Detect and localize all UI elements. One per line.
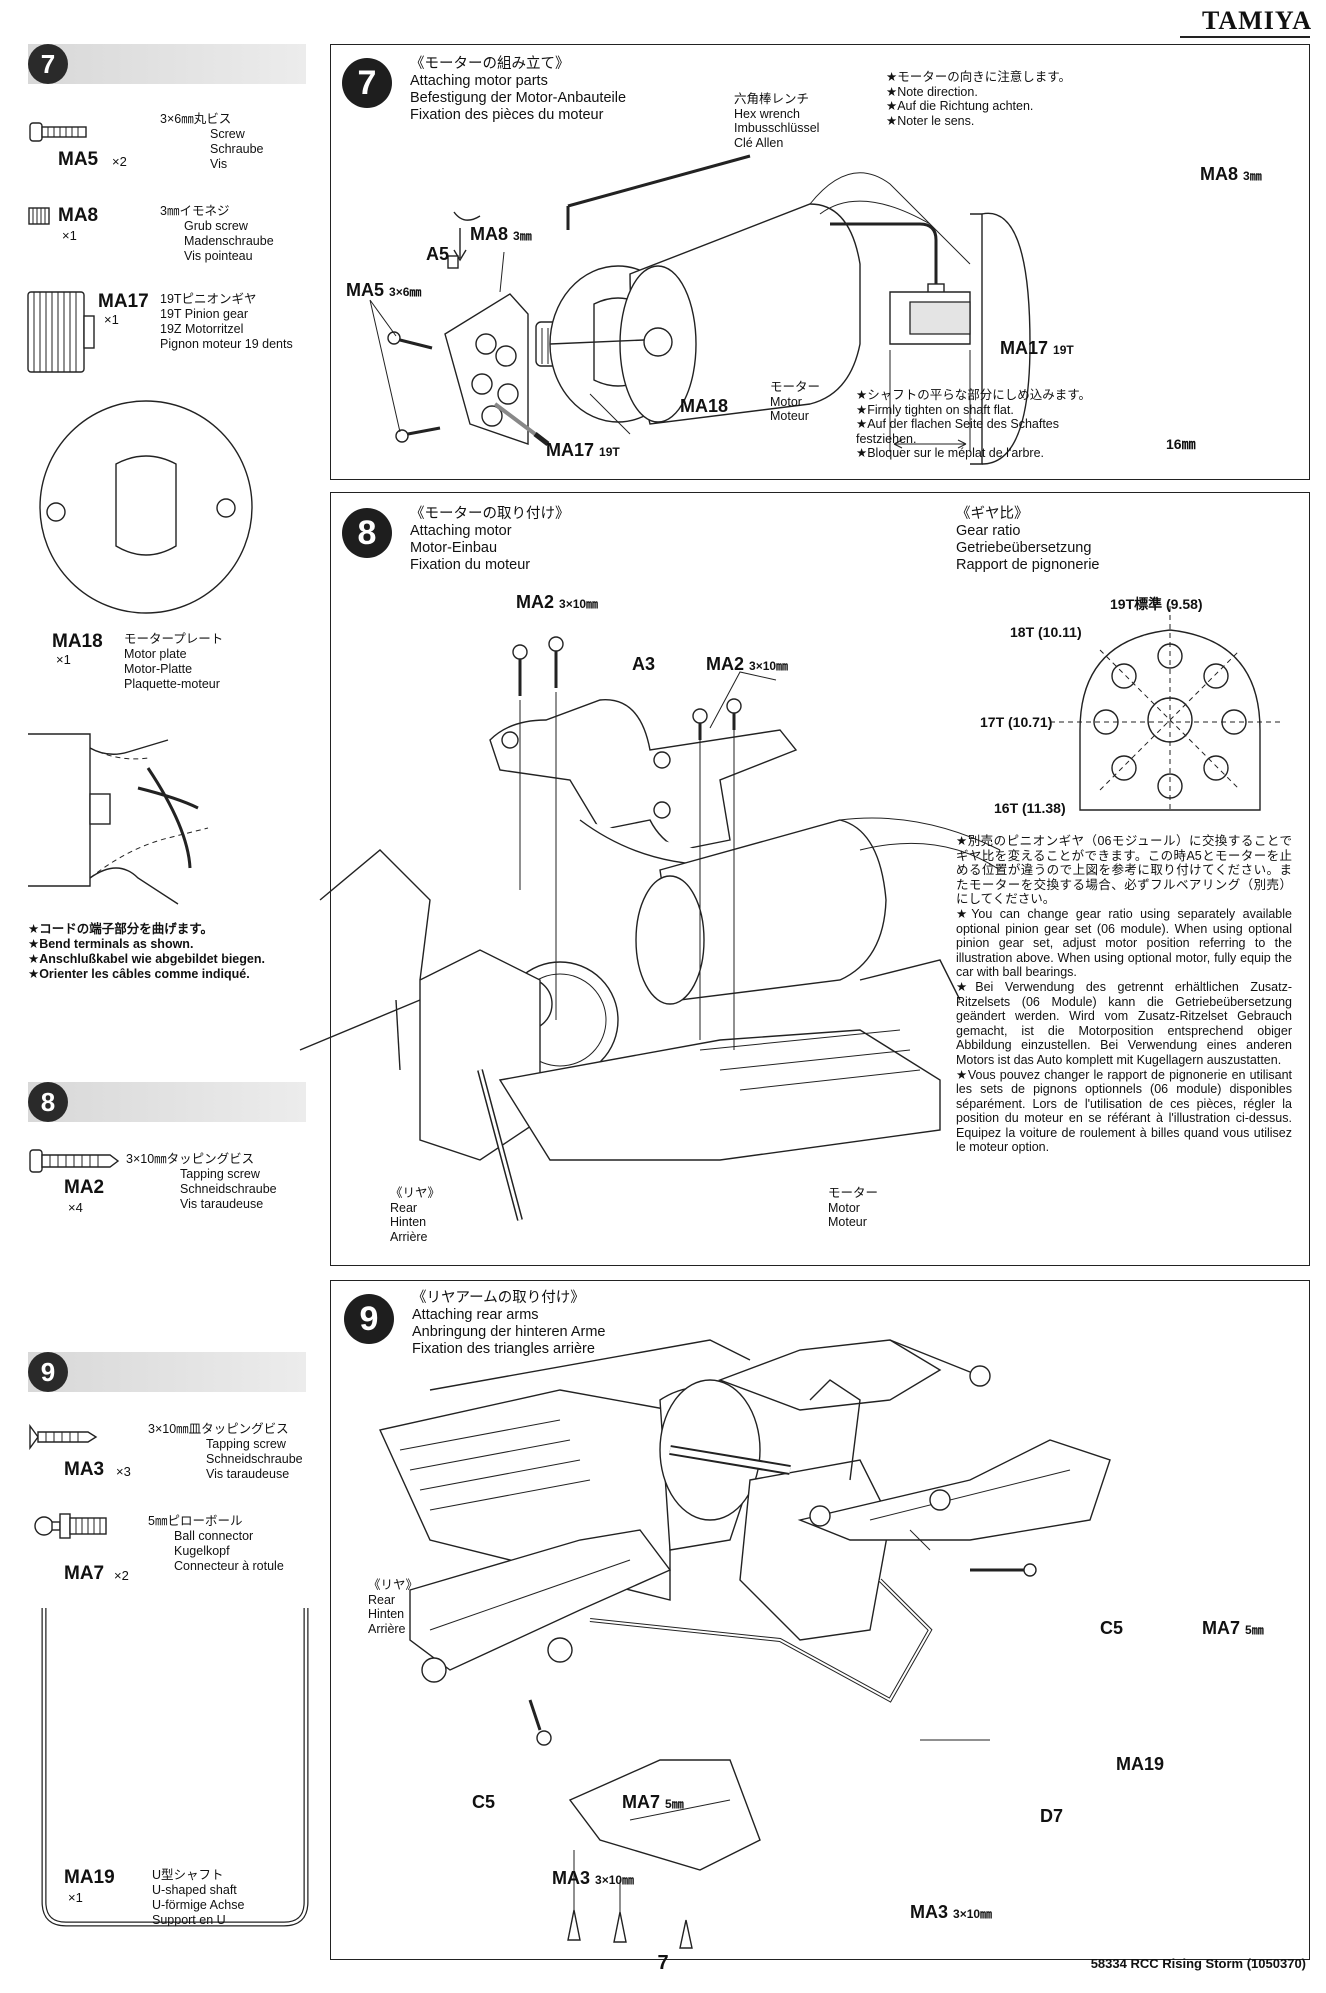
step7-motor-label: モーター Motor Moteur (770, 380, 821, 423)
ma17-pinion-gear-icon (27, 291, 95, 373)
left-ma7-qty: ×2 (114, 1568, 129, 1583)
left-ma2-desc: 3×10㎜タッピングビス Tapping screw Schneidschrau… (126, 1152, 277, 1211)
step7-label-ma8-right: MA8 3㎜ (1200, 164, 1262, 184)
step8-label-ma2-b: MA2 3×10㎜ (706, 654, 789, 674)
step9-rear-arms-illustration (379, 1280, 1111, 1949)
left-step9-badge: 9 (28, 1352, 68, 1392)
step9-label-ma3-a: MA3 3×10㎜ (552, 1868, 635, 1888)
gear-ratio-notes: ★別売のピニオンギヤ（06モジュール）に交換することでギヤ比を変えることができま… (956, 834, 1292, 1155)
left-step8-badge: 8 (28, 1082, 68, 1122)
step7-label-a5: A5 (426, 244, 450, 264)
left-step7-badge: 7 (28, 44, 68, 84)
step7-tool-label: 六角棒レンチ Hex wrench Imbusschlüssel Clé All… (734, 92, 820, 150)
step7-dimension-16mm: 16㎜ (1166, 436, 1196, 452)
step7-assembly-illustration (369, 154, 1031, 465)
left-ma8-code: MA8 (58, 205, 99, 226)
step7-title: 《モーターの組み立て》 Attaching motor parts Befest… (410, 56, 627, 123)
step7-label-ma17-right: MA17 19T (1000, 338, 1074, 358)
step9-label-d7: D7 (1040, 1806, 1064, 1826)
left-ma19-desc: U型シャフト U-shaped shaft U-förmige Achse Su… (152, 1868, 245, 1927)
step9-label-ma3-b: MA3 3×10㎜ (910, 1902, 993, 1922)
step7-label-ma5: MA5 3×6㎜ (346, 280, 422, 300)
left-ma3-code: MA3 (64, 1459, 105, 1480)
step9-label-c5-right: C5 (1100, 1618, 1124, 1638)
step7-label-ma17: MA17 19T (546, 440, 620, 460)
left-ma8-desc: 3㎜イモネジ Grub screw Madenschraube Vis poin… (160, 204, 274, 263)
step9-label-c5-left: C5 (472, 1792, 496, 1812)
ma8-grub-screw-icon (28, 207, 50, 225)
left-step8-bar (28, 1082, 306, 1122)
left-ma3-desc: 3×10㎜皿タッピングビス Tapping screw Schneidschra… (148, 1422, 303, 1481)
step7-badge: 7 (342, 58, 392, 108)
header-rule (1180, 36, 1310, 38)
gear-ratio-title: 《ギヤ比》 Gear ratio Getriebeübersetzung Rap… (956, 506, 1100, 573)
page-number: 7 (657, 1952, 669, 1974)
left-ma18-desc: モータープレート Motor plate Motor-Platte Plaque… (124, 632, 224, 691)
step7-label-ma18: MA18 (680, 396, 729, 416)
left-ma7-desc: 5㎜ピローボール Ball connector Kugelkopf Connec… (148, 1514, 284, 1573)
ma19-u-shaft-icon (41, 1608, 309, 1927)
gear-ratio-18t: 18T (10.11) (1010, 624, 1082, 640)
brand-logo: TAMIYA (1201, 6, 1312, 35)
left-ma5-desc: 3×6㎜丸ビス Screw Schraube Vis (160, 112, 264, 171)
ma2-tapping-screw-icon (29, 1149, 120, 1173)
motor-terminal-illustration (28, 733, 209, 905)
left-step9-bar (28, 1352, 306, 1392)
step7-shaft-note: ★シャフトの平らな部分にしめ込みます。 ★Firmly tighten on s… (856, 388, 1091, 460)
step9-badge: 9 (344, 1294, 394, 1344)
left-ma2-qty: ×4 (68, 1200, 83, 1215)
gear-ratio-19t-std: 19T標準 (9.58) (1110, 596, 1203, 612)
step8-chassis-illustration (299, 636, 1001, 1221)
ma7-ball-connector-icon (34, 1513, 107, 1539)
ma3-countersunk-screw-icon (29, 1423, 98, 1451)
gear-ratio-diagram (1050, 606, 1280, 811)
left-step7-bar (28, 44, 306, 84)
step9-label-ma19: MA19 (1116, 1754, 1165, 1774)
left-ma5-code: MA5 (58, 149, 99, 170)
left-ma17-code: MA17 (98, 291, 149, 312)
step9-label-ma7-right: MA7 5㎜ (1202, 1618, 1264, 1638)
step9-title: 《リヤアームの取り付け》 Attaching rear arms Anbring… (412, 1290, 606, 1357)
left-ma18-qty: ×1 (56, 652, 71, 667)
left-ma17-qty: ×1 (104, 312, 119, 327)
left-ma3-qty: ×3 (116, 1464, 131, 1479)
step8-label-a3: A3 (632, 654, 656, 674)
ma5-screw-icon (29, 122, 87, 142)
gear-ratio-17t: 17T (10.71) (980, 714, 1053, 730)
footer-product-code: 58334 RCC Rising Storm (1050370) (1090, 1956, 1306, 1971)
left-ma17-desc: 19Tピニオンギヤ 19T Pinion gear 19Z Motorritze… (160, 292, 293, 351)
gear-ratio-16t: 16T (11.38) (994, 800, 1066, 816)
left-ma18-code: MA18 (52, 631, 103, 652)
step8-label-ma2-a: MA2 3×10㎜ (516, 592, 599, 612)
left-ma8-qty: ×1 (62, 228, 77, 243)
step8-title: 《モーターの取り付け》 Attaching motor Motor-Einbau… (410, 506, 570, 573)
ma18-motor-plate-icon (39, 400, 253, 614)
step8-motor-label: モーター Motor Moteur (828, 1186, 879, 1229)
left-terminal-note: ★コードの端子部分を曲げます。 ★Bend terminals as shown… (28, 922, 265, 981)
left-ma5-qty: ×2 (112, 154, 127, 169)
left-ma19-code: MA19 (64, 1867, 115, 1888)
left-ma7-code: MA7 (64, 1563, 105, 1584)
step9-label-ma7-left: MA7 5㎜ (622, 1792, 684, 1812)
step7-label-ma8: MA8 3㎜ (470, 224, 532, 244)
step8-badge: 8 (342, 508, 392, 558)
left-ma2-code: MA2 (64, 1177, 105, 1198)
step9-rear-label: 《リヤ》 Rear Hinten Arrière (368, 1578, 419, 1636)
step8-rear-label: 《リヤ》 Rear Hinten Arrière (390, 1186, 441, 1244)
left-ma19-qty: ×1 (68, 1890, 83, 1905)
step7-direction-note: ★モーターの向きに注意します。 ★Note direction. ★Auf di… (886, 70, 1071, 128)
